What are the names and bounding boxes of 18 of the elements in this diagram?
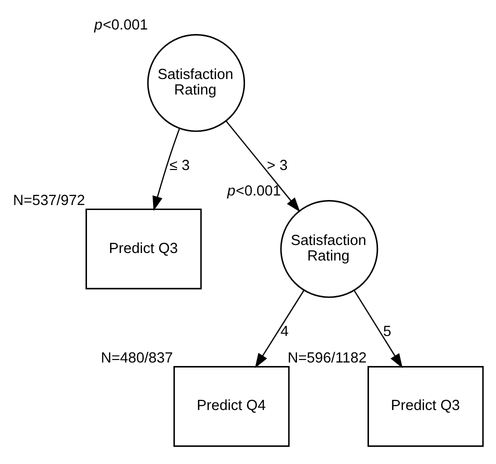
- arrow: [152, 128, 180, 210]
- node-label: p<0.001: [94, 16, 148, 33]
- node-label: p<0.001: [227, 182, 281, 199]
- edge-label: ≤ 3: [170, 157, 190, 174]
- node-box: Predict Q3: [368, 366, 484, 446]
- node-label: N=537/972: [13, 192, 85, 209]
- arrow: [226, 120, 300, 212]
- node-box: Predict Q3: [86, 208, 202, 289]
- edge-label: 5: [383, 323, 392, 340]
- arrow: [254, 289, 305, 368]
- node-box: Predict Q4: [173, 366, 290, 446]
- arrow: [354, 290, 403, 368]
- node-label: N=596/1182: [288, 350, 367, 366]
- node-circle: Satisfaction Rating: [147, 34, 246, 132]
- edge-label: > 3: [266, 157, 288, 174]
- node-circle: Satisfaction Rating: [280, 200, 378, 298]
- edge-label: 4: [280, 323, 289, 340]
- node-label: N=480/837: [100, 350, 173, 366]
